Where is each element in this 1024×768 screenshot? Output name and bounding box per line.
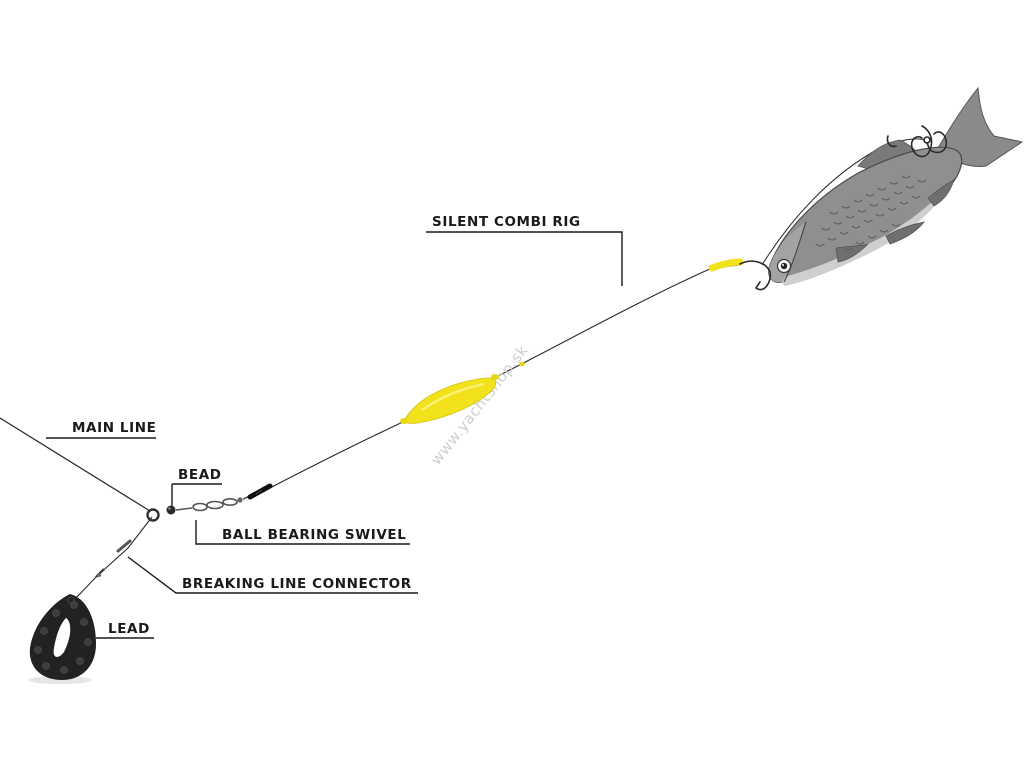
label-main-line: MAIN LINE [72, 420, 156, 436]
label-breaking-line-connector: BREAKING LINE CONNECTOR [182, 576, 412, 592]
anti-tangle-sleeve-icon [247, 483, 273, 500]
bead-icon [166, 505, 176, 515]
hook-line [761, 138, 926, 266]
ball-bearing-swivel-icon [175, 495, 251, 512]
label-silent-combi-rig: SILENT COMBI RIG [432, 214, 581, 230]
mouth-hook-icon [739, 260, 772, 291]
baitfish-icon [768, 86, 1024, 286]
label-ball-bearing-swivel: BALL BEARING SWIVEL [222, 527, 406, 543]
leader-silent-combi-rig [426, 231, 623, 286]
treble-hook-icon [886, 125, 948, 158]
main-line [0, 417, 151, 512]
yellow-sleeve-icon [708, 258, 744, 272]
label-lead: LEAD [108, 621, 150, 637]
leader-ball-bearing-swivel [195, 520, 410, 545]
lead-link-line [75, 516, 153, 599]
breaking-line-connector-icon [95, 539, 132, 578]
leader-bead [171, 483, 222, 506]
pear-lead-icon [28, 594, 96, 684]
oval-float-icon [400, 361, 525, 424]
label-bead: BEAD [178, 467, 222, 483]
leader-breaking-line-connector [127, 556, 418, 594]
ring-icon [146, 508, 160, 522]
